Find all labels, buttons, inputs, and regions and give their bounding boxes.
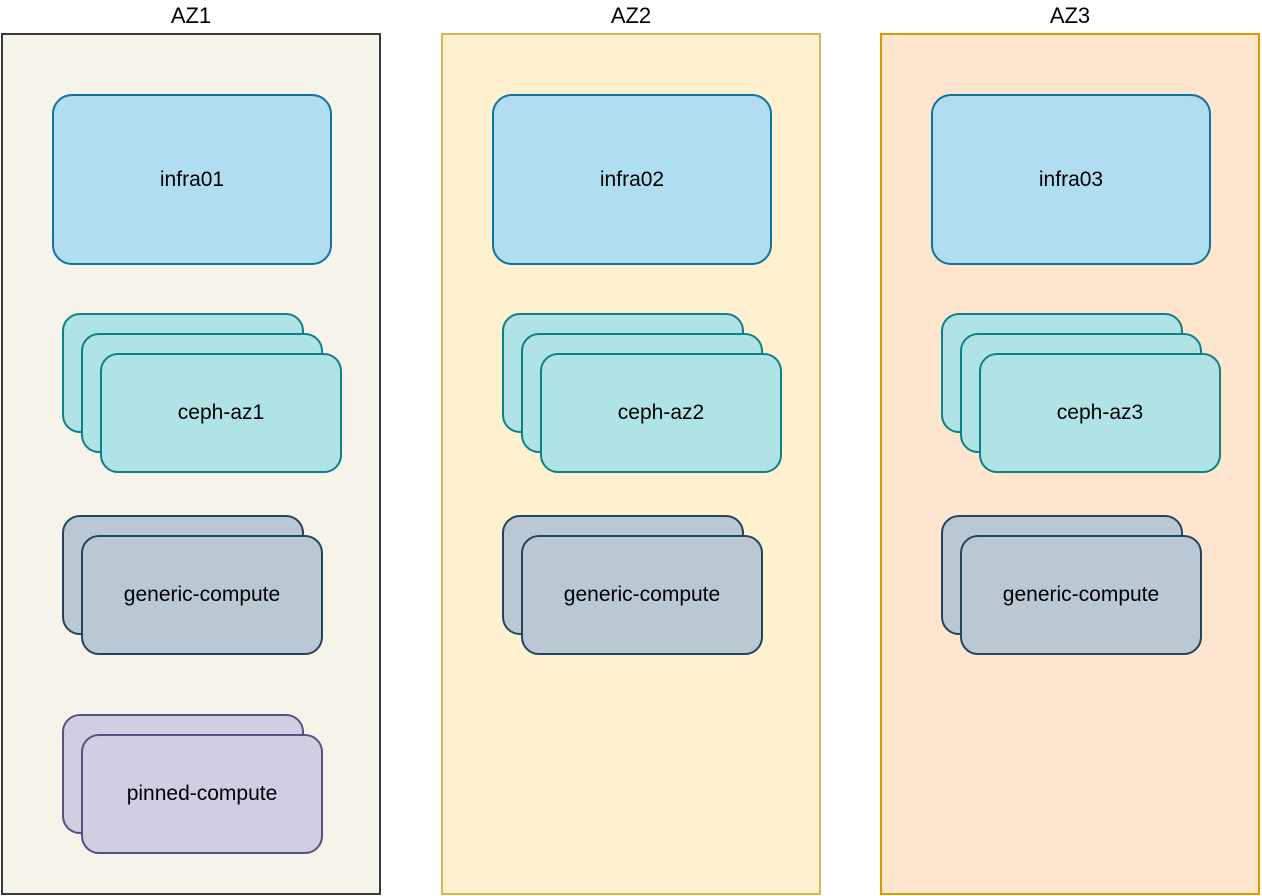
node-label: generic-compute xyxy=(1002,583,1160,606)
node-ceph-az2: ceph-az2 xyxy=(540,353,782,473)
zone-title: AZ1 xyxy=(170,3,212,28)
availability-zone-az2: AZ2 infra02 ceph-az2 generic-compute xyxy=(441,0,821,896)
zone-container: infra01 ceph-az1 generic-compute pinned-com… xyxy=(1,33,381,895)
node-infra01: infra01 xyxy=(52,94,332,265)
node-label: ceph-az2 xyxy=(617,401,705,424)
zone-title: AZ3 xyxy=(1049,3,1091,28)
node-label: pinned-compute xyxy=(126,782,278,805)
node-infra03: infra03 xyxy=(931,94,1211,265)
zone-container: infra02 ceph-az2 generic-compute xyxy=(441,33,821,895)
node-stack-generic-compute: generic-compute xyxy=(62,515,344,677)
availability-zone-az1: AZ1 infra01 ceph-az1 generic-compute pinned… xyxy=(1,0,381,896)
node-stack-ceph-az1: ceph-az1 xyxy=(62,313,344,475)
node-ceph-az3: ceph-az3 xyxy=(979,353,1221,473)
availability-zone-az3: AZ3 infra03 ceph-az3 generic-compute xyxy=(880,0,1260,896)
node-stack-generic-compute: generic-compute xyxy=(502,515,784,677)
node-label: generic-compute xyxy=(123,583,281,606)
node-pinned-compute: pinned-compute xyxy=(81,734,323,854)
node-label: generic-compute xyxy=(563,583,721,606)
node-label: ceph-az3 xyxy=(1056,401,1144,424)
node-stack-ceph-az3: ceph-az3 xyxy=(941,313,1223,475)
node-generic-compute: generic-compute xyxy=(81,535,323,655)
node-generic-compute: generic-compute xyxy=(960,535,1202,655)
node-generic-compute: generic-compute xyxy=(521,535,763,655)
zone-container: infra03 ceph-az3 generic-compute xyxy=(880,33,1260,895)
node-stack-ceph-az2: ceph-az2 xyxy=(502,313,784,475)
node-infra02: infra02 xyxy=(492,94,772,265)
node-label: infra01 xyxy=(159,167,225,191)
node-stack-generic-compute: generic-compute xyxy=(941,515,1223,677)
node-label: infra02 xyxy=(599,167,665,191)
zone-title: AZ2 xyxy=(610,3,652,28)
node-ceph-az1: ceph-az1 xyxy=(100,353,342,473)
node-label: ceph-az1 xyxy=(177,401,265,424)
node-label: infra03 xyxy=(1038,167,1104,191)
node-stack-pinned-compute: pinned-compute xyxy=(62,714,344,876)
